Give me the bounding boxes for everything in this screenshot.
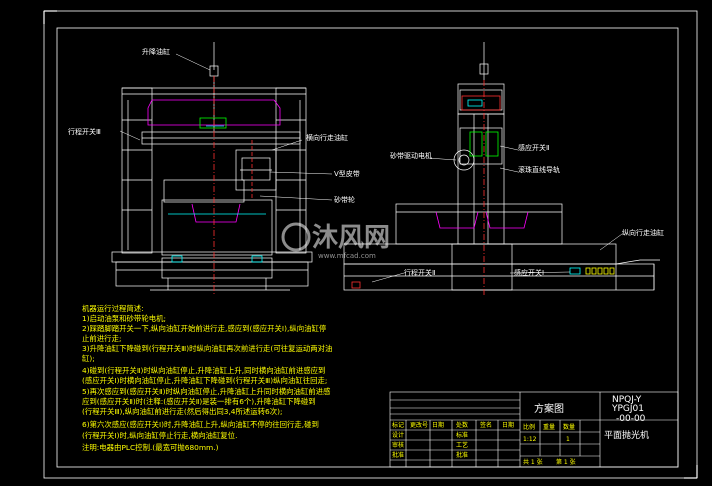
front-view [111,42,313,291]
tb-mid-row: 标准 [456,431,468,439]
label-v-belt: V型皮带 [334,169,360,178]
side-top-box [457,83,505,115]
drawing-title: 平面抛光机 [604,429,649,441]
label-stroke-switch-3: 行程开关Ⅲ [68,127,101,136]
label-longitudinal-cylinder: 纵向行走油缸 [622,228,664,237]
watermark-logo-icon [281,222,311,252]
base-plate [111,251,313,263]
notes-line: 2)踩踏脚踏开关一下,纵向油缸开始前进行走,感应到(感应开关Ⅰ),纵向油缸停 [82,324,327,333]
notes-title: 机器运行过程简述: [82,304,144,313]
title-block [389,391,679,468]
front-leaders [119,53,333,201]
left-post [121,87,153,254]
side-bowl-right [485,211,529,229]
tb-header: 处数 [456,421,468,429]
tb-row: 审核 [392,441,404,449]
tb-header: 日期 [502,421,514,429]
tb-qty-value: 1 [566,436,570,443]
tb-mid-row: 工艺 [456,441,468,449]
notes-line: 6)第六次感应(感应开关Ⅰ)时,升降油缸上升,纵向油缸不停的往回行走,碰到 [82,420,319,429]
tb-qty-header: 数量 [563,423,575,431]
tb-header: 日期 [432,421,444,429]
tb-sheets-total: 共 1 张 [523,458,543,466]
label-stroke-switch-2: 行程开关Ⅱ [404,268,435,277]
belt-motor [453,149,475,171]
right-post [275,87,307,254]
drawing-number-3: -00-00 [616,414,646,424]
belt-guard-outline [147,99,281,126]
abrasive-head [163,179,245,203]
motor-carriage [235,149,277,191]
side-bowl-left [435,211,479,229]
workpiece-bowl [191,203,241,223]
notes-line: 4)碰到(行程开关Ⅱ)时纵向油缸停止,升降油缸上升,同时横向油缸前进感应到 [82,366,325,375]
side-view-colored [351,80,615,296]
notes-line: 3)升降油缸下降碰到(行程开关Ⅲ)时纵向油缸再次前进行走(可往复运动两对油 [82,344,332,353]
outer-frame [43,10,698,479]
notes-line: (感应开关Ⅰ)时横向油缸停止,升降油缸下降碰到(行程开关Ⅲ)纵向油缸往回走; [82,376,327,385]
label-proximity-switch-1: 感应开关Ⅰ [514,268,544,277]
label-proximity-switch-2: 感应开关Ⅱ [518,143,549,152]
front-view-colored [147,76,281,296]
side-head-red [461,95,501,111]
inner-frame [56,27,679,468]
notes-line: 止前进行走; [82,334,121,343]
base [115,261,309,287]
notes-line: (行程开关Ⅲ),纵向油缸前进行走(然后得出同3,4所述运转6次); [82,407,283,416]
label-transverse-cylinder: 横向行走油缸 [306,133,348,142]
notes-line: 5)再次感应到(感应开关Ⅱ)时纵向油缸停止,升降油缸上升同时横向油缸前进感 [82,387,331,396]
notes-line: 应到(感应开关Ⅱ)时(注释:(感应开关Ⅱ)是装一排有6个),升降油缸下降碰到 [82,397,316,406]
watermark-url: www.mfcad.com [318,252,376,260]
tb-mid-row: 批准 [456,451,468,459]
drawing-number-1: NPQJ-Y [612,395,642,405]
side-table [395,203,563,245]
tb-scale-value: 1:12 [523,436,537,443]
notes-line: (行程开关Ⅰ)时,纵向油缸停止行走,横向油缸复位. [82,431,237,440]
tb-header: 签名 [480,421,492,429]
label-abrasive-belt: 砂带轮 [334,195,355,204]
drawing-number-2: YPGJ01 [611,404,644,414]
notes: 机器运行过程简述: 1)启动油泵和砂带轮电机; 2)踩踏脚踏开关一下,纵向油缸开… [82,304,332,452]
tb-row: 设计 [392,431,404,439]
side-leaders [371,145,623,283]
watermark: 沐风网 www.mfcad.com [281,222,390,260]
side-view [343,42,660,291]
side-column [457,113,505,245]
tb-row: 批准 [392,451,404,459]
proximity-switch-row [585,267,615,275]
tb-sheet-no: 第 1 张 [556,458,576,466]
notes-line: 1)启动油泵和砂带轮电机; [82,314,166,323]
workpiece-box [161,199,273,256]
tb-header: 标记 [392,421,404,429]
notes-line: 注明:电器由PLC控制.(最宽可抛680mm.) [82,443,219,452]
watermark-brand: 沐风网 [312,223,390,253]
label-belt-motor: 砂带驱动电机 [390,151,432,160]
tb-weight-header: 重量 [543,423,555,431]
title-scheme: 方案图 [534,402,564,415]
label-linear-guide: 滚珠直线导轨 [518,165,560,174]
label-lift-cylinder: 升降油缸 [142,47,170,56]
tb-header: 更改号 [410,421,428,429]
tb-scale-header: 比例 [523,423,535,431]
notes-line: 缸); [82,354,95,363]
